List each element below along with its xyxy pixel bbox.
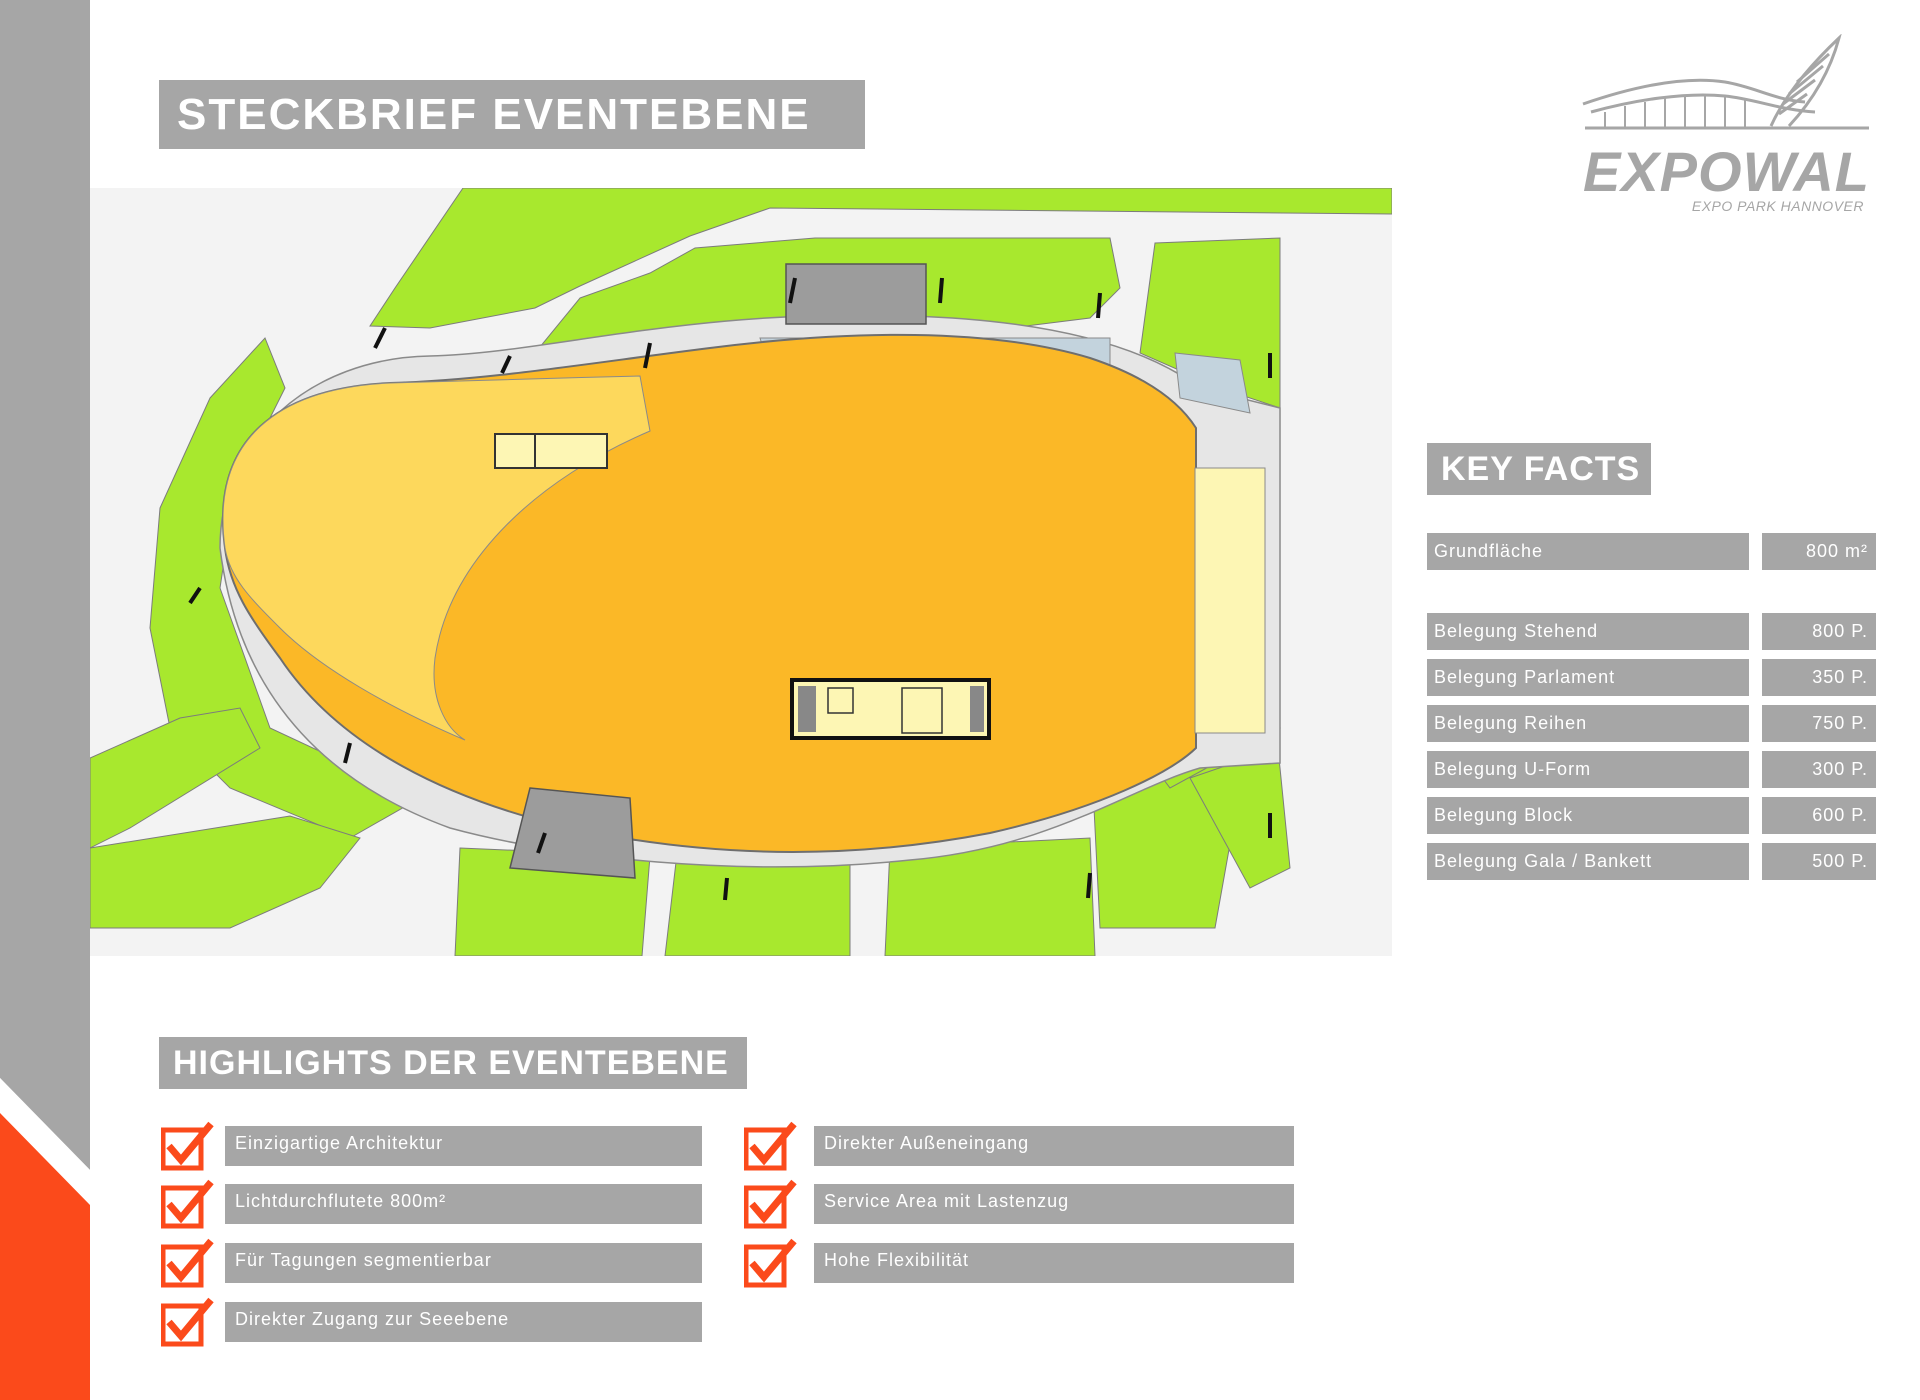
fact-label-stehend: Belegung Stehend [1427,613,1749,650]
highlight-label: Für Tagungen segmentierbar [225,1243,702,1283]
logo-wordmark: EXPOWAL [1582,140,1870,203]
checkbox-checked-icon [744,1179,797,1229]
fact-label-gala-bankett: Belegung Gala / Bankett [1427,843,1749,880]
checkbox-checked-icon [161,1179,214,1229]
highlight-label: Hohe Flexibilität [814,1243,1294,1283]
fact-label-u-form: Belegung U-Form [1427,751,1749,788]
highlight-label: Direkter Außeneingang [814,1126,1294,1166]
sidebar-decoration [0,0,90,1400]
central-core [790,678,991,740]
door-markers [188,277,1272,901]
fact-value-stehend: 800 P. [1762,613,1876,650]
highlight-label: Service Area mit Lastenzug [814,1184,1294,1224]
stair-blocks [494,433,608,469]
checkbox-checked-icon [161,1238,214,1288]
checkbox-checked-icon [161,1297,214,1347]
logo-subtitle: EXPO PARK HANNOVER [1691,198,1864,214]
fact-label-block: Belegung Block [1427,797,1749,834]
checkbox-checked-icon [744,1121,797,1171]
page-title: STECKBRIEF EVENTEBENE [159,80,865,149]
fact-value-u-form: 300 P. [1762,751,1876,788]
sidebar-orange-band [0,1113,90,1400]
highlights-title: HIGHLIGHTS DER EVENTEBENE [159,1037,747,1089]
fact-value-parlament: 350 P. [1762,659,1876,696]
sidebar-gray-band [0,0,90,1170]
key-facts-title: KEY FACTS [1427,443,1651,495]
east-room [1194,467,1266,734]
fact-label-parlament: Belegung Parlament [1427,659,1749,696]
fact-value-reihen: 750 P. [1762,705,1876,742]
floor-plan-image [90,188,1392,956]
highlight-label: Lichtdurchflutete 800m² [225,1184,702,1224]
roof-line-inner [1590,93,1816,114]
fact-value-block: 600 P. [1762,797,1876,834]
expowal-logo-graphic [1582,34,1869,130]
fact-label-grundflaeche: Grundfläche [1427,533,1749,570]
fact-value-grundflaeche: 800 m² [1762,533,1876,570]
highlight-label: Einzigartige Architektur [225,1126,702,1166]
fact-label-reihen: Belegung Reihen [1427,705,1749,742]
highlight-label: Direkter Zugang zur Seeebene [225,1302,702,1342]
roof-line [1582,78,1806,106]
wing-ribs [1778,52,1830,116]
service-areas [509,263,927,879]
checkbox-checked-icon [161,1121,214,1171]
sidebar-white-stripe [0,1078,90,1205]
fact-value-gala-bankett: 500 P. [1762,843,1876,880]
checkbox-checked-icon [744,1238,797,1288]
